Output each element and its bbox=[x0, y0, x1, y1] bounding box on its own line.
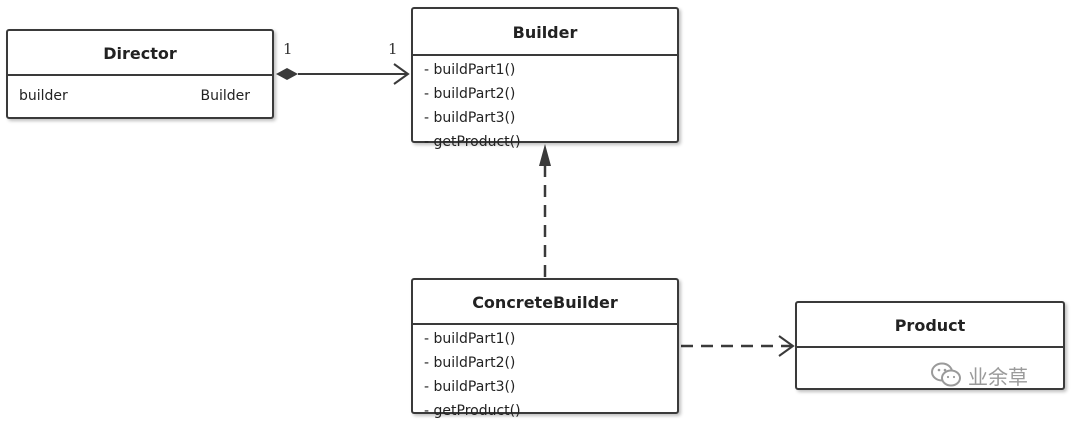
builder-class-name: Builder bbox=[413, 9, 677, 56]
method-row: - buildPart2() bbox=[424, 355, 516, 371]
method-row: - buildPart1() bbox=[424, 331, 516, 347]
concrete-builder-class-name: ConcreteBuilder bbox=[413, 280, 677, 325]
director-attribute-row: builder Builder bbox=[19, 84, 272, 108]
director-class-name: Director bbox=[8, 31, 272, 76]
source-multiplicity: 1 bbox=[283, 40, 293, 58]
method-row: - getProduct() bbox=[424, 403, 521, 419]
watermark: 业余草 bbox=[930, 360, 1028, 390]
method-row: - buildPart2() bbox=[424, 86, 516, 102]
open-arrowhead-icon bbox=[393, 63, 410, 85]
dependency-arrowhead-icon bbox=[778, 335, 795, 357]
director-class[interactable]: Director builder Builder bbox=[6, 29, 274, 119]
product-class[interactable]: Product bbox=[795, 301, 1065, 390]
method-row: - buildPart1() bbox=[424, 62, 516, 78]
wechat-icon bbox=[931, 362, 961, 387]
concrete-builder-class[interactable]: ConcreteBuilder - buildPart1() - buildPa… bbox=[411, 278, 679, 419]
product-class-name: Product bbox=[797, 303, 1063, 348]
concrete-builder-methods: - buildPart1() - buildPart2() - buildPar… bbox=[413, 325, 677, 423]
method-row: - buildPart3() bbox=[424, 110, 516, 126]
director-attributes: builder Builder bbox=[8, 76, 272, 108]
filled-arrowhead-icon bbox=[539, 144, 551, 166]
builder-methods: - buildPart1() - buildPart2() - buildPar… bbox=[413, 56, 677, 154]
target-multiplicity: 1 bbox=[388, 40, 398, 58]
attribute-name: builder bbox=[19, 88, 68, 104]
builder-class[interactable]: Builder - buildPart1() - buildPart2() - … bbox=[411, 7, 679, 150]
aggregation-diamond-icon bbox=[276, 68, 298, 80]
attribute-type: Builder bbox=[200, 88, 250, 104]
method-row: - buildPart3() bbox=[424, 379, 516, 395]
watermark-text: 业余草 bbox=[968, 364, 1028, 389]
method-row: - getProduct() bbox=[424, 134, 521, 150]
